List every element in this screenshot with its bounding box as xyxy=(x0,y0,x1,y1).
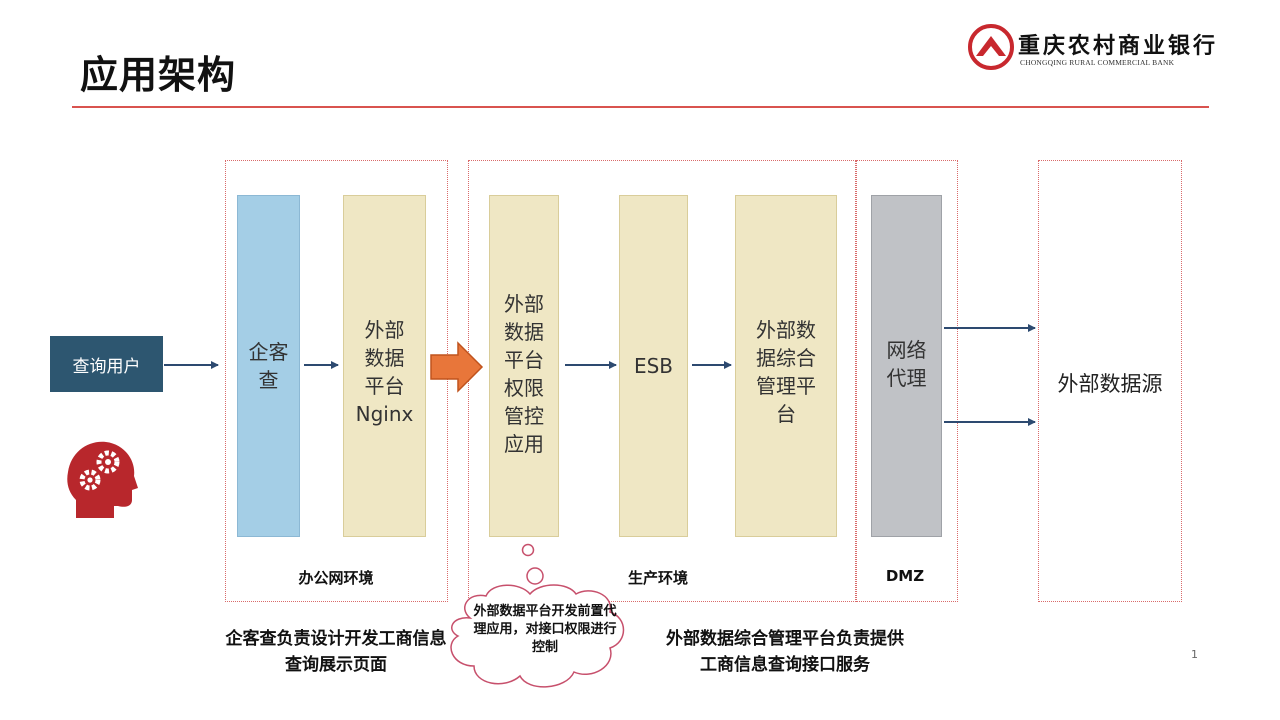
note-enterprise-query: 企客查负责设计开发工商信息查询展示页面 xyxy=(225,629,447,675)
permission-app-line: 外部 xyxy=(504,292,544,316)
network-proxy-line: 代理 xyxy=(886,366,927,390)
permission-app-box: 外部 数据 平台 权限 管控 应用 xyxy=(489,195,559,537)
permission-app-line: 管控 xyxy=(504,404,544,428)
bank-name-en: CHONGQING RURAL COMMERCIAL BANK xyxy=(1020,58,1175,67)
cloud-note-text: 外部数据平台开发前置代理应用，对接口权限进行控制 xyxy=(473,604,617,655)
head-gears-icon xyxy=(67,441,138,518)
esb-label: ESB xyxy=(633,354,674,378)
esb-box: ESB xyxy=(619,195,688,537)
thought-bubble-medium xyxy=(526,567,544,585)
network-proxy-box: 网络 代理 xyxy=(871,195,942,537)
page-number: 1 xyxy=(1191,648,1198,661)
zone-office xyxy=(225,160,448,602)
zone-label-office: 办公网环境 xyxy=(298,569,374,587)
big-arrow-nginx-to-permission-app xyxy=(430,341,484,393)
enterprise-query-box: 企客 查 xyxy=(237,195,300,537)
slide-title: 应用架构 xyxy=(80,53,237,97)
bank-logo: 重庆农村商业银行 CHONGQING RURAL COMMERCIAL BANK xyxy=(968,22,1218,78)
nginx-line: 数据 xyxy=(364,346,405,370)
bank-logo-icon xyxy=(968,24,1014,70)
permission-app-line: 平台 xyxy=(504,348,544,372)
mgmt-platform-box: 外部数 据综合 管理平 台 xyxy=(735,195,837,537)
zone-label-dmz: DMZ xyxy=(885,567,925,585)
mgmt-platform-line: 管理平 xyxy=(756,374,816,398)
title-divider xyxy=(72,106,1209,108)
thought-cloud xyxy=(450,584,625,688)
permission-app-line: 应用 xyxy=(504,432,544,456)
nginx-line: 外部 xyxy=(364,318,405,342)
nginx-box: 外部 数据 平台 Nginx xyxy=(343,195,426,537)
mgmt-platform-line: 外部数 xyxy=(756,318,816,342)
permission-app-line: 数据 xyxy=(504,320,544,344)
mgmt-platform-line: 台 xyxy=(776,402,796,426)
nginx-line: Nginx xyxy=(355,402,414,426)
network-proxy-line: 网络 xyxy=(886,338,927,362)
enterprise-query-line: 企客 xyxy=(248,340,289,364)
zone-external-source xyxy=(1038,160,1182,602)
nginx-line: 平台 xyxy=(364,374,405,398)
thought-bubble-small xyxy=(521,543,535,557)
zone-label-production: 生产环境 xyxy=(627,569,688,587)
note-mgmt-platform: 外部数据综合管理平台负责提供工商信息查询接口服务 xyxy=(666,629,904,675)
external-source-label: 外部数据源 xyxy=(1057,372,1163,396)
mgmt-platform-line: 据综合 xyxy=(756,346,816,370)
enterprise-query-line: 查 xyxy=(258,368,279,392)
query-user-box: 查询用户 xyxy=(50,336,163,392)
permission-app-line: 权限 xyxy=(504,376,544,400)
bank-name-cn: 重庆农村商业银行 xyxy=(1018,33,1219,59)
zone-dmz xyxy=(856,160,958,602)
